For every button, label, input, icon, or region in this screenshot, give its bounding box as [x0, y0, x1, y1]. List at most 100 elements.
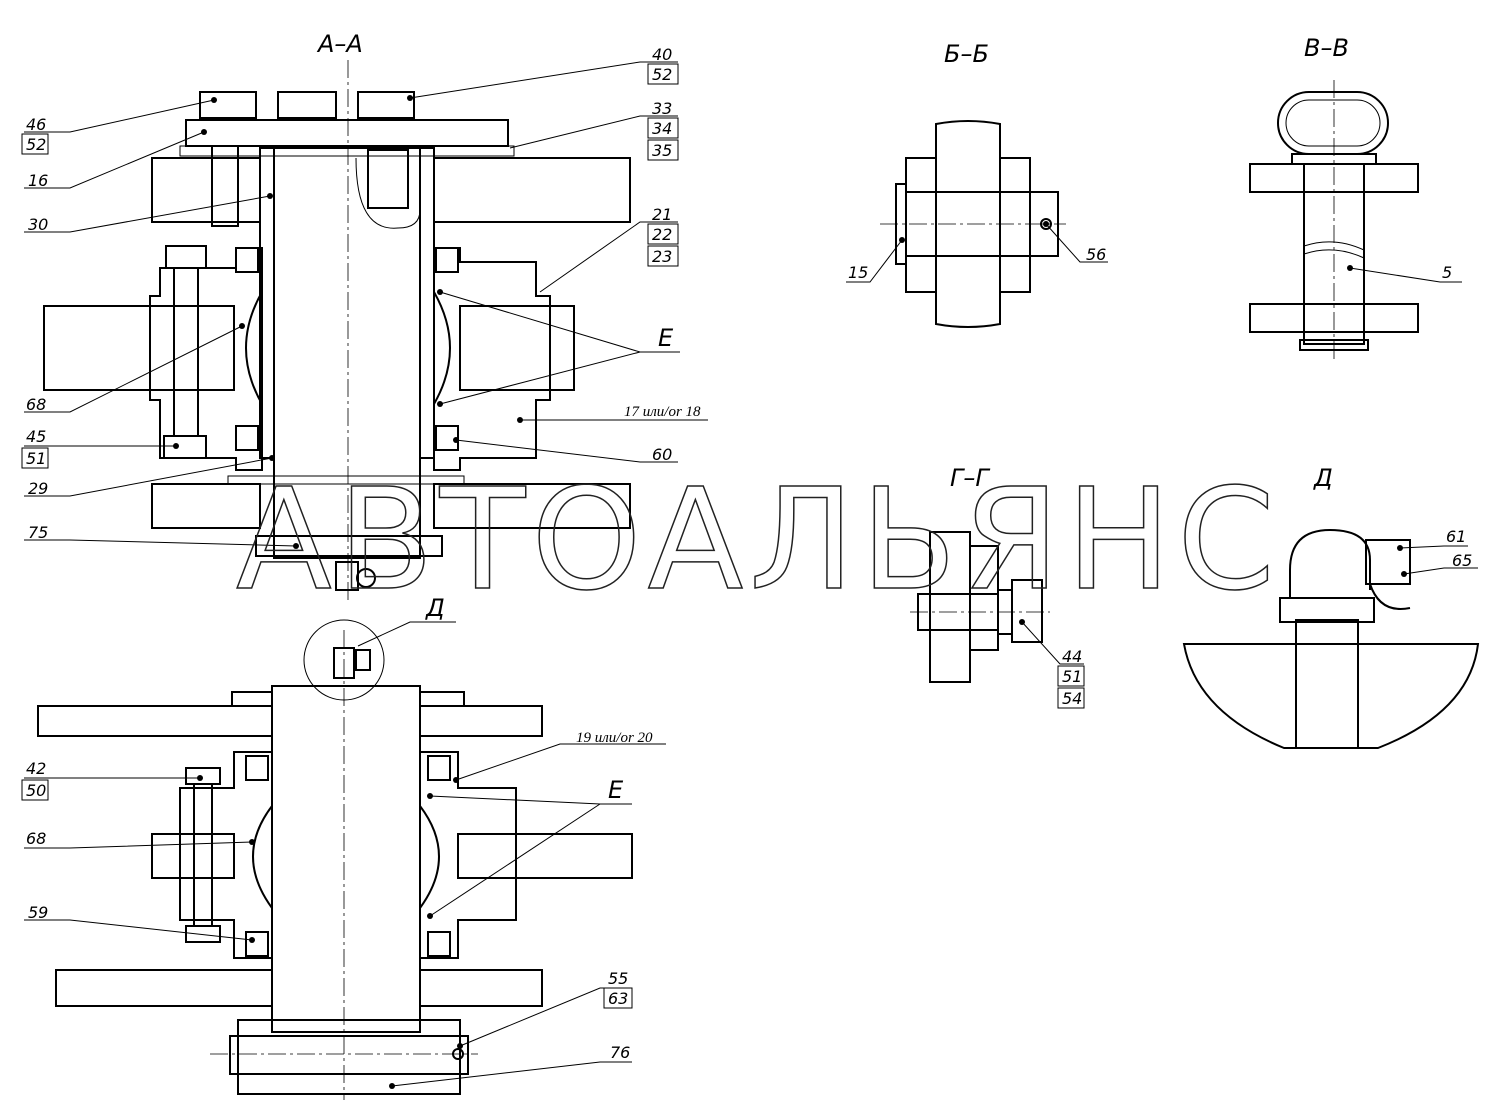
label-44: 44 [1062, 647, 1082, 666]
lower-bar-right [419, 969, 543, 1007]
label-68: 68 [26, 395, 46, 414]
label-51: 51 [1062, 667, 1082, 686]
label-30: 30 [28, 215, 48, 234]
d-fitting-hex [1279, 597, 1375, 623]
label-35: 35 [652, 141, 672, 160]
grease-cap [356, 568, 376, 588]
section-gg: Г–Г 44 51 54 [910, 464, 1085, 709]
beam-right [459, 305, 575, 391]
label-60: 60 [652, 445, 672, 464]
top-plate [185, 119, 509, 147]
label-63: 63 [608, 989, 628, 1008]
label-17-18: 17 или/or 18 [624, 404, 701, 420]
cotter-hole [1040, 218, 1052, 230]
bolt-head [277, 91, 337, 119]
frame-plate-right [433, 157, 631, 223]
bushing-right [419, 147, 435, 459]
label-40: 40 [652, 45, 672, 64]
section-bb-title: Б–Б [944, 40, 989, 68]
d-body [1182, 643, 1480, 749]
lower-bar-left [55, 969, 273, 1007]
section-gg-title: Г–Г [950, 464, 990, 492]
seal [235, 425, 259, 451]
section-aa-title: А–А [316, 30, 363, 58]
label-21: 21 [652, 205, 672, 224]
flange-right [433, 247, 551, 471]
lower-plate-left [151, 483, 261, 529]
label-16: 16 [28, 171, 48, 190]
label-42: 42 [26, 759, 46, 778]
seal [435, 247, 459, 273]
view-d-title: Д [1313, 464, 1333, 492]
label-22: 22 [652, 225, 672, 244]
pin-key [367, 149, 409, 209]
label-61: 61 [1446, 527, 1466, 546]
upper-bar-left [37, 705, 273, 737]
label-52: 52 [652, 65, 672, 84]
view-d: Д 61 65 [1182, 464, 1480, 749]
d-cap [1365, 539, 1411, 585]
label-45: 45 [26, 427, 46, 446]
label-55: 55 [608, 969, 628, 988]
lower-view: Д 19 или/or 20 Е [21, 594, 666, 1100]
label-52: 52 [26, 135, 46, 154]
label-19-20: 19 или/or 20 [576, 730, 653, 746]
pin-cut [355, 157, 421, 229]
pin-lower [271, 685, 421, 1033]
bolt-shank [211, 145, 239, 227]
label-76: 76 [610, 1043, 630, 1062]
pin-shaft [273, 147, 421, 559]
sphere-left [245, 291, 263, 405]
bottom-pin [229, 1035, 469, 1075]
label-65: 65 [1452, 551, 1472, 570]
side-bolt-nut [163, 435, 207, 459]
section-vv: В–В 5 [1249, 34, 1462, 360]
label-56: 56 [1086, 245, 1106, 264]
washer [227, 475, 465, 485]
label-51: 51 [26, 449, 46, 468]
frame-plate-left [151, 157, 261, 223]
label-46: 46 [26, 115, 46, 134]
d-fitting-elbow [1289, 528, 1371, 598]
d-fitting-stem [1295, 619, 1359, 749]
bolt-head [357, 91, 415, 119]
label-E: Е [608, 776, 624, 804]
bottom-clamp [237, 1019, 461, 1095]
side-bolt-shank [173, 267, 199, 437]
label-15: 15 [848, 263, 868, 282]
lug-body [935, 120, 1001, 328]
lower-plate-right [433, 483, 631, 529]
flange-lower-left [179, 751, 273, 959]
section-bb: Б–Б 15 56 [846, 40, 1108, 328]
section-aa: А–А [43, 30, 631, 600]
label-59: 59 [28, 903, 48, 922]
pin-ring [1277, 91, 1389, 155]
label-29: 29 [28, 479, 48, 498]
label-23: 23 [652, 247, 672, 266]
side-bolt-head [165, 245, 207, 269]
label-54: 54 [1062, 689, 1082, 708]
label-34: 34 [652, 119, 672, 138]
label-33: 33 [652, 99, 672, 118]
shim [179, 145, 515, 157]
seal [235, 247, 259, 273]
lug-left [905, 157, 937, 293]
bolt-head [199, 91, 257, 119]
label-68: 68 [26, 829, 46, 848]
end-cap [255, 535, 443, 557]
leaders-aa: 46 52 16 30 40 52 33 34 35 21 22 23 Е 68 [21, 45, 708, 549]
beam-left [43, 305, 235, 391]
label-50: 50 [26, 781, 46, 800]
section-vv-title: В–В [1304, 34, 1349, 62]
label-E: Е [658, 324, 674, 352]
label-5: 5 [1442, 263, 1452, 282]
label-75: 75 [28, 523, 48, 542]
watermark: АВТОАЛЬЯНС [236, 459, 1281, 622]
detail-d-label: Д [425, 594, 445, 622]
upper-bar-right [419, 705, 543, 737]
flange-lower-right [419, 751, 517, 959]
mid-bar-right [457, 833, 633, 879]
lug-right [999, 157, 1031, 293]
gg-nut [1011, 579, 1043, 643]
